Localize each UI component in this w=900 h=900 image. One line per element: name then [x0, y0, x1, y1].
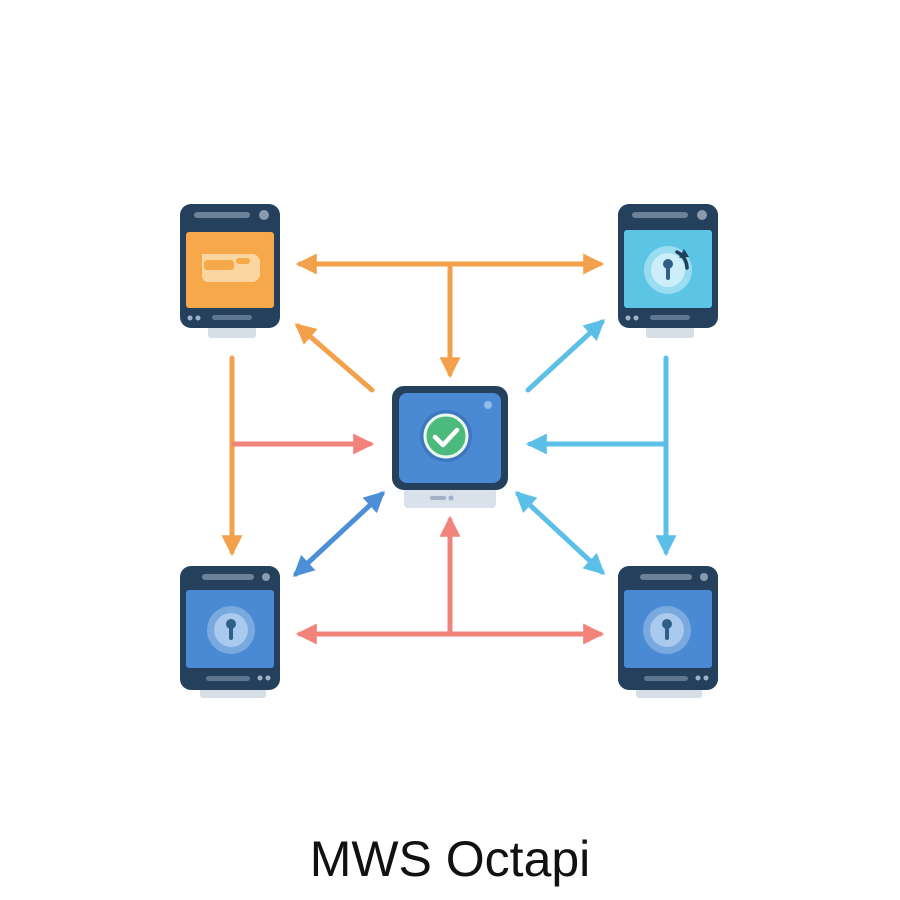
- keyhole-icon: [207, 606, 255, 654]
- top-right-device: [618, 204, 718, 338]
- hub-to-top-right-arrow: [525, 319, 606, 393]
- diagram-caption: MWS Octapi: [309, 831, 591, 887]
- connectors: [221, 253, 677, 645]
- hand-lock-icon: [202, 254, 260, 282]
- hub-to-top-left-arrow: [294, 323, 375, 393]
- top-left-device: [180, 204, 280, 338]
- refresh-keyhole-icon: [644, 246, 692, 294]
- center-hub-device: [392, 386, 508, 508]
- bottom-right-device: [618, 566, 718, 698]
- hub-bottom-left-arrow: [292, 491, 386, 577]
- bottom-left-device: [180, 566, 280, 698]
- checkmark-icon: [420, 410, 472, 462]
- keyhole-icon: [643, 606, 691, 654]
- hub-bottom-right-arrow: [514, 491, 606, 575]
